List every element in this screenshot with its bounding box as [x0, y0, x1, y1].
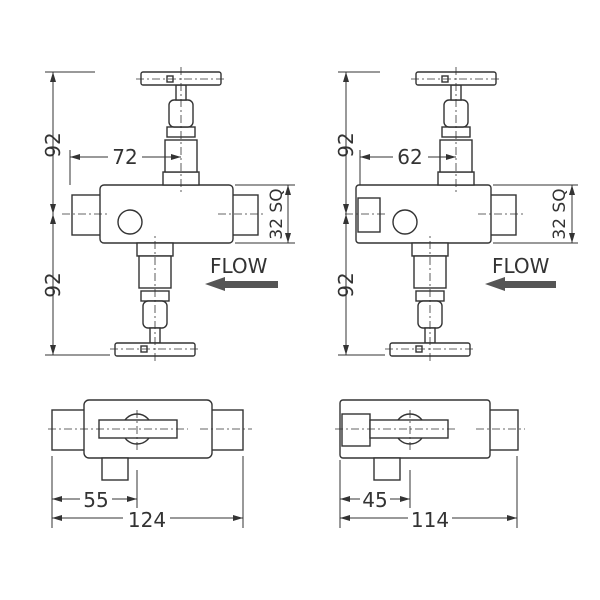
- dimension-square: 32 SQ: [267, 188, 287, 239]
- dimension-length: 124: [128, 508, 166, 532]
- flow-arrow-icon: [205, 277, 278, 291]
- dimension-offset: 45: [362, 488, 387, 512]
- flow-label: FLOW: [210, 254, 268, 278]
- dimension-height-bottom: 92: [41, 272, 65, 297]
- dimension-offset: 62: [397, 145, 422, 169]
- flow-arrow-icon: [485, 277, 556, 291]
- dimension-offset: 72: [112, 145, 137, 169]
- dimension-square: 32 SQ: [550, 188, 570, 239]
- left-front-view: 92 92 72 32 SQ FLOW: [41, 66, 295, 362]
- dimension-height-top: 92: [41, 132, 65, 157]
- dimension-length: 114: [411, 508, 449, 532]
- left-plan-view: 55 124: [48, 399, 252, 532]
- flow-label: FLOW: [492, 254, 550, 278]
- dimension-offset: 55: [83, 488, 108, 512]
- dimension-height-bottom: 92: [334, 272, 358, 297]
- dimension-height-top: 92: [334, 132, 358, 157]
- right-front-view: 92 92 62 32 SQ FLOW: [334, 66, 578, 362]
- right-plan-view: 45 114: [335, 399, 525, 532]
